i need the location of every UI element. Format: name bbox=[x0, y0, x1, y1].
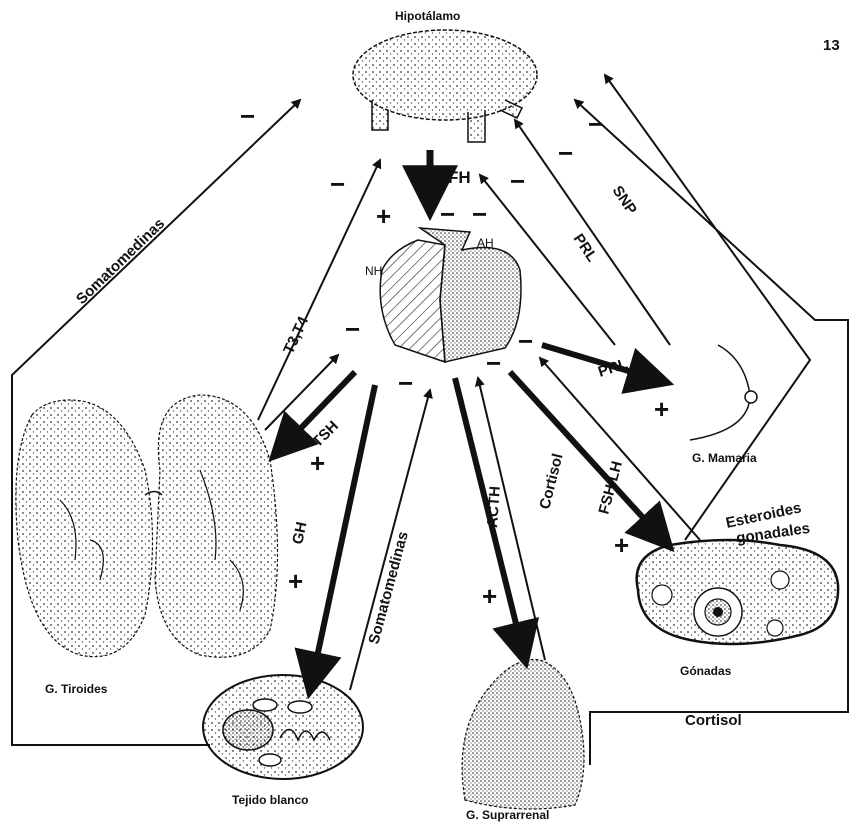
minus-sign: − bbox=[440, 199, 455, 229]
plus-sign: + bbox=[288, 566, 303, 596]
hypothalamus bbox=[353, 30, 537, 142]
t3t4-line bbox=[258, 160, 380, 420]
minus-sign: − bbox=[240, 101, 255, 131]
thyroid-to-pituitary-line bbox=[265, 355, 338, 430]
prl-out-label: PRL bbox=[596, 355, 630, 380]
minus-sign: − bbox=[558, 138, 573, 168]
minus-sign: − bbox=[588, 109, 603, 139]
cortisol-center-label: Cortisol bbox=[536, 452, 566, 511]
mammary-label: G. Mamaria bbox=[692, 451, 757, 465]
minus-sign: − bbox=[486, 348, 501, 378]
minus-sign: − bbox=[518, 326, 533, 356]
acth-label: ACTH bbox=[484, 486, 504, 529]
mammary-gland bbox=[690, 345, 757, 440]
pituitary bbox=[380, 228, 521, 362]
fh-label: FH bbox=[448, 168, 471, 187]
fsh-lh-arrow bbox=[510, 372, 668, 545]
tsh-label: TSH bbox=[309, 418, 342, 451]
plus-sign: + bbox=[614, 530, 629, 560]
plus-sign: + bbox=[482, 581, 497, 611]
steroids-feedback-line bbox=[605, 75, 810, 540]
hypothalamus-label: Hipotálamo bbox=[395, 9, 460, 23]
minus-sign: − bbox=[330, 169, 345, 199]
cortisol-bottom-label: Cortisol bbox=[685, 712, 742, 729]
snp-label: SNP bbox=[609, 183, 640, 218]
target-tissue-label: Tejido blanco bbox=[232, 793, 308, 807]
minus-sign: − bbox=[398, 368, 413, 398]
plus-sign: + bbox=[310, 448, 325, 478]
plus-sign: + bbox=[376, 201, 391, 231]
gonads bbox=[637, 540, 838, 644]
gonads-label: Gónadas bbox=[680, 664, 732, 678]
gh-label: GH bbox=[289, 520, 310, 546]
snp-feedback-line bbox=[515, 120, 670, 345]
minus-sign: − bbox=[345, 314, 360, 344]
ah-label: AH bbox=[477, 236, 494, 250]
thyroid bbox=[16, 395, 278, 657]
plus-sign: + bbox=[654, 394, 669, 424]
minus-sign: − bbox=[510, 166, 525, 196]
steroids-to-pituitary-line bbox=[540, 358, 700, 540]
minus-sign: − bbox=[472, 199, 487, 229]
nh-label: NH bbox=[365, 264, 382, 278]
adrenal-label: G. Suprarrenal bbox=[466, 808, 549, 822]
somatomedinas-left-label: Somatomedinas bbox=[73, 215, 168, 308]
t3t4-label: T3,T4 bbox=[280, 313, 312, 356]
thyroid-label: G. Tiroides bbox=[45, 682, 108, 696]
page-number: 13 bbox=[823, 37, 840, 54]
adrenal-gland bbox=[462, 660, 584, 810]
target-tissue-cell bbox=[203, 675, 363, 779]
